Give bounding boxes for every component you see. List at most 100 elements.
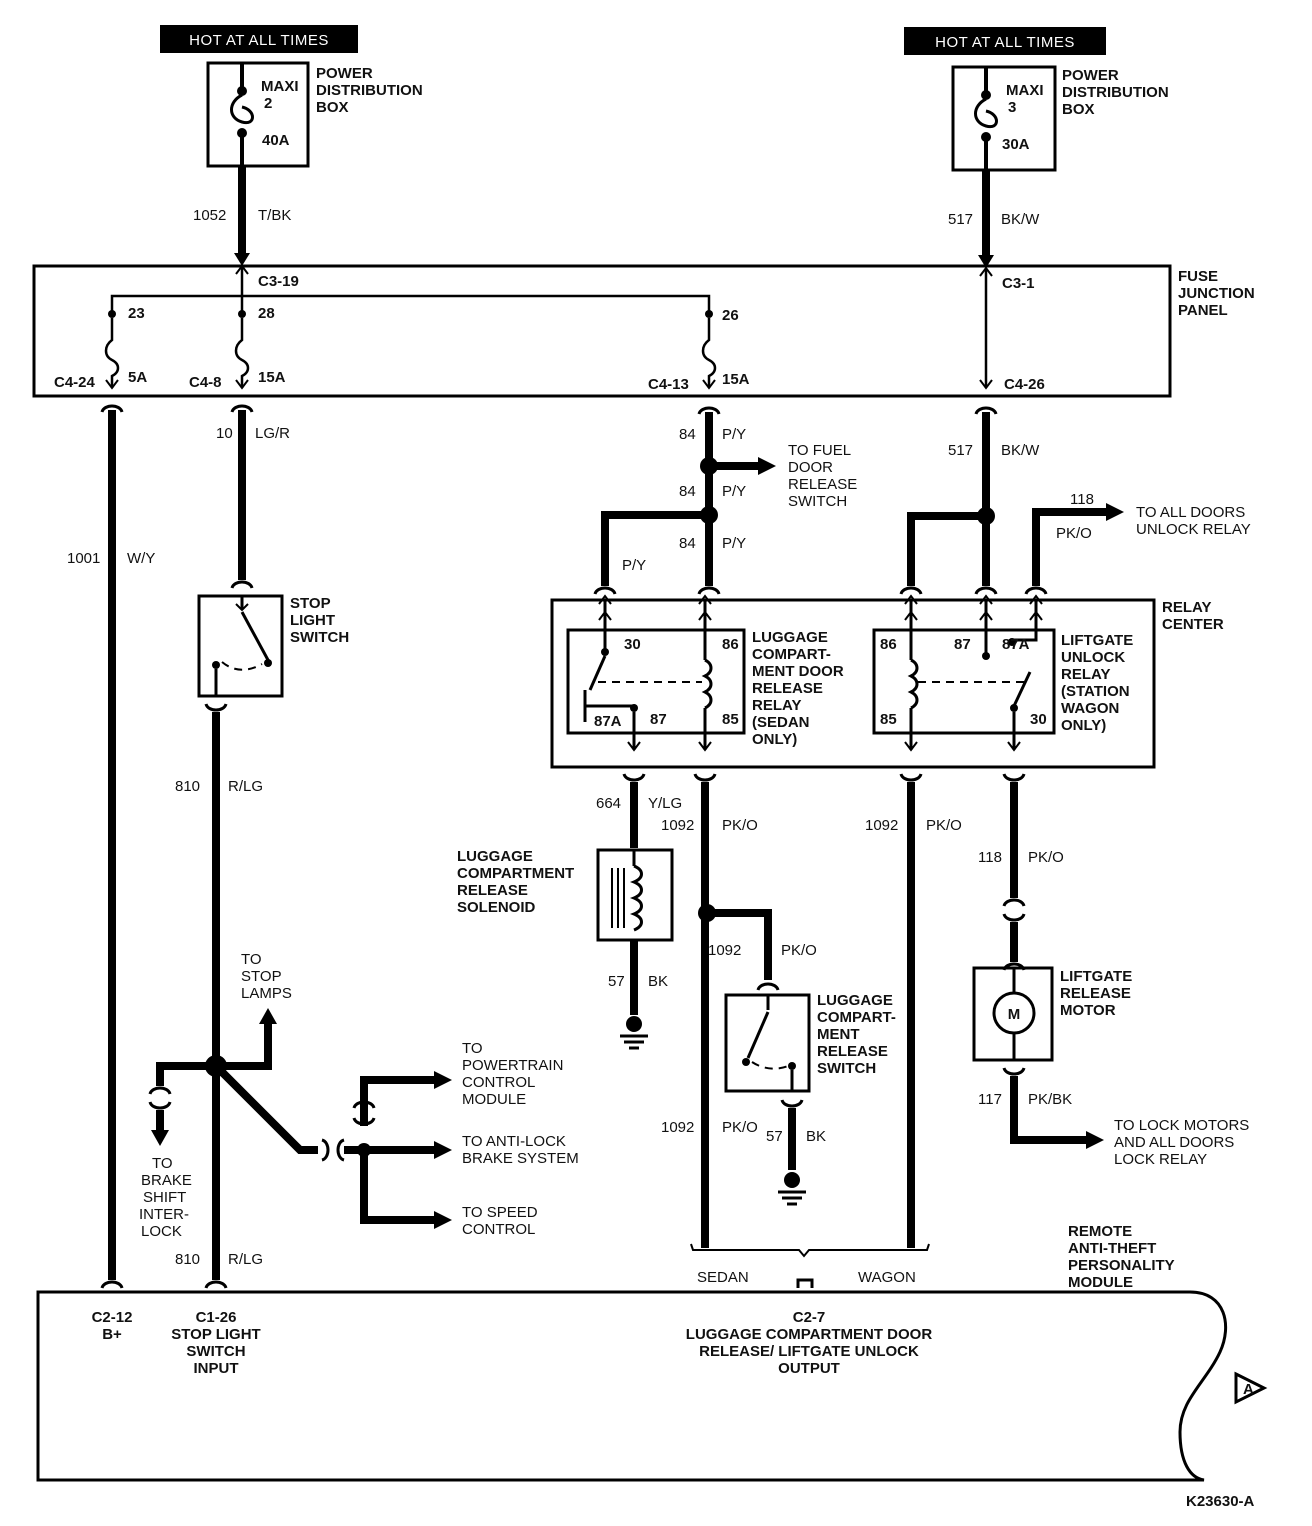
pdb-right-fuse-rating: 30A: [1002, 136, 1030, 153]
release-switch-label-3: MENT: [817, 1026, 860, 1043]
wire-57-b-circuit: 57: [766, 1128, 783, 1145]
fjp-c4-24: C4-24: [54, 374, 96, 391]
luggage-relay-pin-30: 30: [624, 636, 641, 653]
remote-anti-theft-personality-module: REMOTE ANTI-THEFT PERSONALITY MODULE C2-…: [36, 1223, 1228, 1482]
liftgate-relay-pin-30: 30: [1030, 711, 1047, 728]
variant-wagon: WAGON: [858, 1269, 916, 1286]
fjp-c4-26: C4-26: [1004, 376, 1045, 393]
fjp-c3-19: C3-19: [258, 273, 299, 290]
fjp-fuse-28-number: 28: [258, 305, 275, 322]
liftgate-motor-label-3: MOTOR: [1060, 1002, 1116, 1019]
wire-1092-c-circuit: 1092: [661, 1119, 694, 1136]
lock-motors-3: LOCK RELAY: [1114, 1151, 1207, 1168]
wire-10-color: LG/R: [255, 425, 290, 442]
pin-c1-26-desc-1: STOP LIGHT: [171, 1326, 260, 1343]
liftgate-relay-pin-86: 86: [880, 636, 897, 653]
wire-84-a-color: P/Y: [722, 426, 746, 443]
speed-control-2: CONTROL: [462, 1221, 535, 1238]
luggage-compartment-release-switch: LUGGAGE COMPART- MENT RELEASE SWITCH: [724, 992, 896, 1093]
pcm-2: POWERTRAIN: [462, 1057, 563, 1074]
wire-1001-circuit: 1001: [67, 550, 100, 567]
pin-c2-7-desc-1: LUGGAGE COMPARTMENT DOOR: [686, 1326, 933, 1343]
relay-center-label-2: CENTER: [1162, 616, 1224, 633]
fuse-junction-panel: C3-19 C3-1 23 28 26 5A 15A 15A C4-24 C4-…: [32, 264, 1255, 398]
luggage-relay-pin-86: 86: [722, 636, 739, 653]
variant-sedan: SEDAN: [697, 1269, 749, 1286]
power-distribution-box-right: MAXI 3 30A POWER DISTRIBUTION BOX: [951, 65, 1169, 172]
wire-1092-a-circuit: 1092: [661, 817, 694, 834]
fjp-label-2: JUNCTION: [1178, 285, 1255, 302]
pin-c1-26-desc-2: SWITCH: [186, 1343, 245, 1360]
stop-light-switch-label-3: SWITCH: [290, 629, 349, 646]
lock-motors-1: TO LOCK MOTORS: [1114, 1117, 1249, 1134]
liftgate-release-motor: M LIFTGATE RELEASE MOTOR: [972, 966, 1132, 1062]
wire-57-a-circuit: 57: [608, 973, 625, 990]
wire-1001-color: W/Y: [127, 550, 155, 567]
release-switch-label-4: RELEASE: [817, 1043, 888, 1060]
pin-c1-26: C1-26: [196, 1309, 237, 1326]
luggage-compartment-release-solenoid: LUGGAGE COMPARTMENT RELEASE SOLENOID: [457, 848, 674, 942]
motor-symbol: M: [1008, 1006, 1021, 1023]
brake-shift-3: SHIFT: [143, 1189, 186, 1206]
hot-banner-left: HOT AT ALL TIMES: [160, 25, 358, 53]
wire-118-top-circuit: 118: [1070, 491, 1094, 508]
hot-banner-right: HOT AT ALL TIMES: [904, 27, 1106, 55]
wire-118-top-color: PK/O: [1056, 525, 1092, 542]
wire-810-bottom-circuit: 810: [175, 1251, 200, 1268]
relay-center: RELAY CENTER 30 86 87A 87 85 LUGGAGE C: [550, 594, 1224, 769]
fjp-fuse-26-number: 26: [722, 307, 739, 324]
luggage-relay-label-5: RELAY: [752, 697, 801, 714]
liftgate-relay-label-4: (STATION: [1061, 683, 1130, 700]
wire-517-lower-circuit: 517: [948, 442, 973, 459]
liftgate-motor-label-2: RELEASE: [1060, 985, 1131, 1002]
liftgate-relay-label-2: UNLOCK: [1061, 649, 1125, 666]
liftgate-relay-label-1: LIFTGATE: [1061, 632, 1133, 649]
stop-light-switch-label-1: STOP: [290, 595, 331, 612]
liftgate-relay-pin-87: 87: [954, 636, 971, 653]
pdb-left-label-3: BOX: [316, 99, 349, 116]
wire-57-b-color: BK: [806, 1128, 826, 1145]
speed-control-1: TO SPEED: [462, 1204, 538, 1221]
continuation-marker-text: A: [1243, 1381, 1254, 1398]
pdb-right-label-1: POWER: [1062, 67, 1119, 84]
pin-c2-12-desc: B+: [102, 1326, 122, 1343]
pin-c2-7: C2-7: [793, 1309, 826, 1326]
pin-c1-26-desc-3: INPUT: [194, 1360, 239, 1377]
pin-c2-7-desc-3: OUTPUT: [778, 1360, 840, 1377]
wire-517-lower-color: BK/W: [1001, 442, 1040, 459]
fjp-c3-1: C3-1: [1002, 275, 1035, 292]
all-doors-unlock-2: UNLOCK RELAY: [1136, 521, 1251, 538]
figure-code: K23630-A: [1186, 1493, 1255, 1510]
pin-c2-12: C2-12: [92, 1309, 133, 1326]
brake-shift-2: BRAKE: [141, 1172, 192, 1189]
solenoid-label-3: RELEASE: [457, 882, 528, 899]
wire-118-b-color: PK/O: [1028, 849, 1064, 866]
fjp-c4-8: C4-8: [189, 374, 222, 391]
luggage-relay-pin-87a: 87A: [594, 713, 622, 730]
wire-84-c-color: P/Y: [722, 535, 746, 552]
luggage-relay-label-2: COMPART-: [752, 646, 831, 663]
fjp-c4-13: C4-13: [648, 376, 689, 393]
stop-light-switch-label-2: LIGHT: [290, 612, 335, 629]
wire-664-circuit: 664: [596, 795, 621, 812]
fjp-fuse-23-number: 23: [128, 305, 145, 322]
solenoid-label-1: LUGGAGE: [457, 848, 533, 865]
abs-1: TO ANTI-LOCK: [462, 1133, 566, 1150]
ground-icon: [778, 1172, 806, 1206]
lock-motors-2: AND ALL DOORS: [1114, 1134, 1234, 1151]
wire-10-circuit: 10: [216, 425, 233, 442]
pdb-right-label-3: BOX: [1062, 101, 1095, 118]
wire-118-b-circuit: 118: [978, 849, 1002, 866]
fjp-fuse-28-rating: 15A: [258, 369, 286, 386]
brake-shift-4: INTER-: [139, 1206, 189, 1223]
wire-117: [1010, 1076, 1088, 1144]
luggage-relay-label-4: RELEASE: [752, 680, 823, 697]
release-switch-label-2: COMPART-: [817, 1009, 896, 1026]
wire-117-color: PK/BK: [1028, 1091, 1072, 1108]
solenoid-label-2: COMPARTMENT: [457, 865, 574, 882]
fuel-door-2: DOOR: [788, 459, 833, 476]
rap-module-label-1: REMOTE: [1068, 1223, 1132, 1240]
stop-lamps-1: TO: [241, 951, 262, 968]
stop-light-switch: STOP LIGHT SWITCH: [197, 594, 349, 698]
